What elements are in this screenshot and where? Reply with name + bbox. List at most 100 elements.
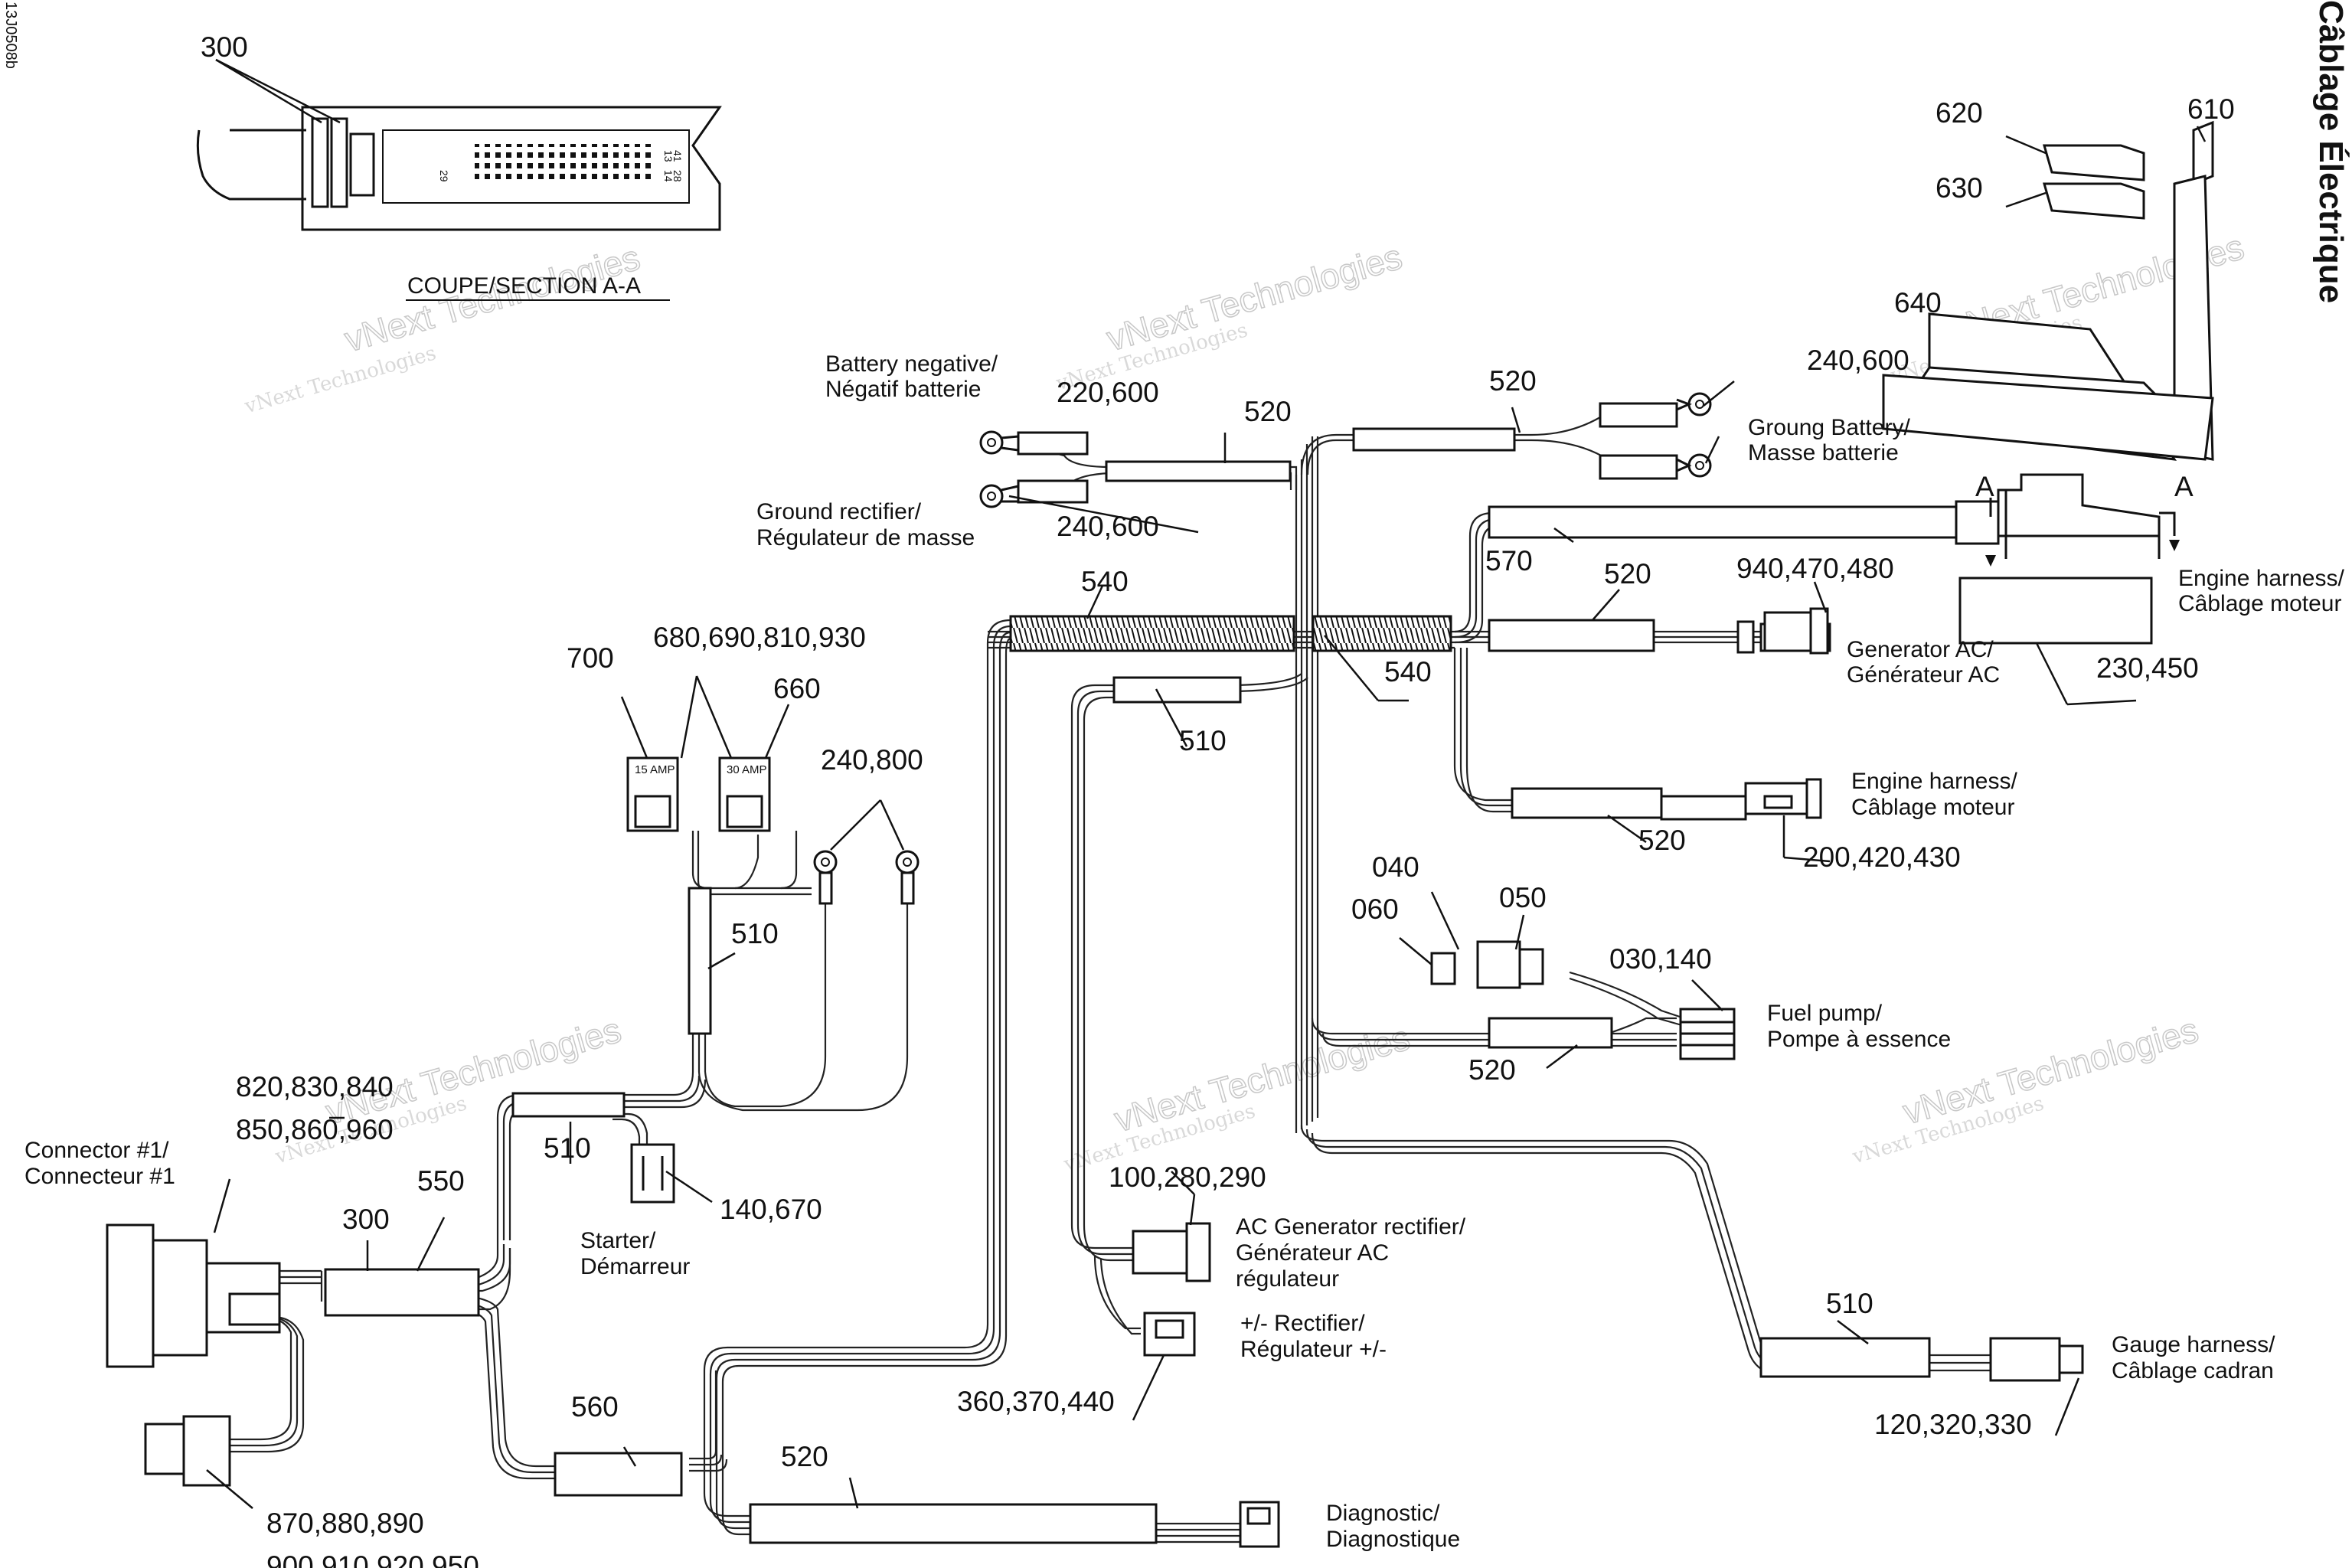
connector-1 <box>106 1223 155 1368</box>
callout-900: 900,910,920,950 <box>266 1550 479 1568</box>
label-starter-fr: Démarreur <box>580 1254 690 1279</box>
label-engine-harness-1-fr: Câblage moteur <box>2178 591 2341 616</box>
callout-240-600-top: 240,600 <box>1807 345 1909 376</box>
label-starter: Starter/ <box>580 1228 656 1253</box>
conduit-540-right <box>1312 615 1452 652</box>
label-rectifier-fr: Régulateur +/- <box>1240 1337 1387 1362</box>
callout-620: 620 <box>1936 97 1983 129</box>
callout-520-d: 520 <box>1638 825 1686 856</box>
callout-700: 700 <box>567 642 614 674</box>
harness-sleeves <box>324 402 1958 1544</box>
section-a-a-detail: 13 14 28 29 41 300 COUPE/SECTION A-A <box>196 31 722 301</box>
label-ground-rectifier-fr: Régulateur de masse <box>756 525 975 550</box>
label-gauge-harness-fr: Câblage cadran <box>2112 1358 2274 1383</box>
ring-terminal-icon <box>979 484 1020 508</box>
callout-300-b: 300 <box>342 1204 390 1235</box>
label-engine-harness-2-fr: Câblage moteur <box>1851 795 2014 820</box>
callout-520-f: 520 <box>781 1441 828 1472</box>
callout-030: 030,140 <box>1609 943 1712 975</box>
callout-570: 570 <box>1485 545 1533 577</box>
label-connector-1: Connector #1/ <box>24 1138 169 1163</box>
ring-terminal-icon <box>813 850 838 905</box>
callout-610: 610 <box>2187 93 2235 125</box>
callout-120: 120,320,330 <box>1874 1409 2032 1440</box>
callout-640: 640 <box>1894 287 1942 318</box>
fuse-rating-15: 15 AMP <box>635 763 675 776</box>
label-ground-battery-fr: Masse batterie <box>1748 440 1899 466</box>
grommet <box>1955 500 2000 545</box>
callout-510-c: 510 <box>544 1132 591 1164</box>
callout-630: 630 <box>1936 172 1983 204</box>
callout-200: 200,420,430 <box>1803 841 1961 873</box>
label-rectifier: +/- Rectifier/ <box>1240 1311 1365 1336</box>
fuse-holder-15a: 15 AMP <box>626 756 679 832</box>
watermark-outline: vNext Technologies <box>1110 1018 1414 1140</box>
label-fuel-pump: Fuel pump/ <box>1767 1001 1883 1026</box>
callout-100: 100,280,290 <box>1109 1161 1266 1193</box>
callout-numbers: 240,600 520 220,600 520 240,600 570 520 … <box>236 345 2199 1568</box>
ecu-connector-parts: 620 630 610 640 <box>1882 93 2235 461</box>
label-generator-ac-fr: Générateur AC <box>1847 662 2000 688</box>
label-ac-gen-rectifier-fr: Générateur AC <box>1236 1240 1389 1266</box>
label-connector-1-fr: Connecteur #1 <box>24 1164 175 1189</box>
ring-terminal-icon <box>979 430 1020 455</box>
callout-300: 300 <box>201 31 248 63</box>
section-arrow-a-left: A <box>1975 471 1994 502</box>
callout-510-a: 510 <box>1179 725 1227 756</box>
label-engine-harness-1: Engine harness/ <box>2178 566 2344 591</box>
callout-510-d: 510 <box>1826 1288 1873 1319</box>
label-generator-ac: Generator AC/ <box>1847 637 1994 662</box>
label-engine-harness-2: Engine harness/ <box>1851 769 2017 794</box>
conduit-540-left <box>1009 615 1295 652</box>
callout-360: 360,370,440 <box>957 1386 1115 1417</box>
section-arrow-a-right: A <box>2174 471 2194 502</box>
callout-540-a: 540 <box>1081 566 1129 597</box>
callout-240-800: 240,800 <box>821 744 923 776</box>
callout-140-670: 140,670 <box>720 1194 822 1225</box>
pin-number: 41 <box>671 150 684 162</box>
ring-terminal-icon <box>1687 392 1712 416</box>
callout-040: 040 <box>1372 851 1419 883</box>
ecu-box <box>1958 577 2153 645</box>
label-battery-negative-fr: Négatif batterie <box>825 377 981 402</box>
pin-number: 13 <box>662 150 675 162</box>
callout-510-b: 510 <box>731 918 779 949</box>
watermark-text: vNext Technologies <box>241 341 439 418</box>
callout-240-600-mid: 240,600 <box>1057 511 1159 542</box>
callout-220-600: 220,600 <box>1057 377 1159 408</box>
diagram-title: Câblage Électrique <box>2312 0 2350 303</box>
callout-230-450: 230,450 <box>2096 652 2199 684</box>
pin-number: 14 <box>662 170 675 182</box>
callout-550: 550 <box>417 1165 465 1197</box>
label-diagnostic-fr: Diagnostique <box>1326 1527 1460 1552</box>
callout-060: 060 <box>1351 893 1399 925</box>
callout-560: 560 <box>571 1391 619 1423</box>
ring-terminal-icon <box>1687 453 1712 478</box>
pin-number: 28 <box>671 170 684 182</box>
section-label: COUPE/SECTION A-A <box>407 273 641 299</box>
components: A A 15 AMP 30 AMP <box>106 392 2194 1548</box>
callout-680: 680,690,810,930 <box>653 622 866 653</box>
label-ground-battery: Groung Battery/ <box>1748 415 1910 440</box>
callout-520-top: 520 <box>1489 365 1537 397</box>
callout-940: 940,470,480 <box>1736 553 1894 584</box>
label-ground-rectifier: Ground rectifier/ <box>756 499 922 524</box>
callout-850: 850,860,960 <box>236 1114 394 1145</box>
callout-660: 660 <box>773 673 821 704</box>
label-ac-gen-rectifier-fr2: régulateur <box>1236 1266 1339 1292</box>
fuse-holder-30a: 30 AMP <box>718 756 771 832</box>
callout-870: 870,880,890 <box>266 1508 424 1539</box>
component-labels: Battery negative/ Négatif batterie Groun… <box>24 351 2344 1552</box>
callout-520-b: 520 <box>1244 396 1292 427</box>
callout-520-e: 520 <box>1468 1054 1516 1086</box>
watermark-outline: vNext Technologies <box>1102 237 1406 359</box>
label-fuel-pump-fr: Pompe à essence <box>1767 1027 1951 1052</box>
label-ac-gen-rectifier: AC Generator rectifier/ <box>1236 1214 1466 1240</box>
ring-terminal-icon <box>895 850 920 905</box>
label-battery-negative: Battery negative/ <box>825 351 998 377</box>
label-gauge-harness: Gauge harness/ <box>2112 1332 2275 1357</box>
doc-code: 13J0508b <box>2 2 19 69</box>
callout-520-c: 520 <box>1604 558 1651 590</box>
callout-050: 050 <box>1499 882 1547 913</box>
